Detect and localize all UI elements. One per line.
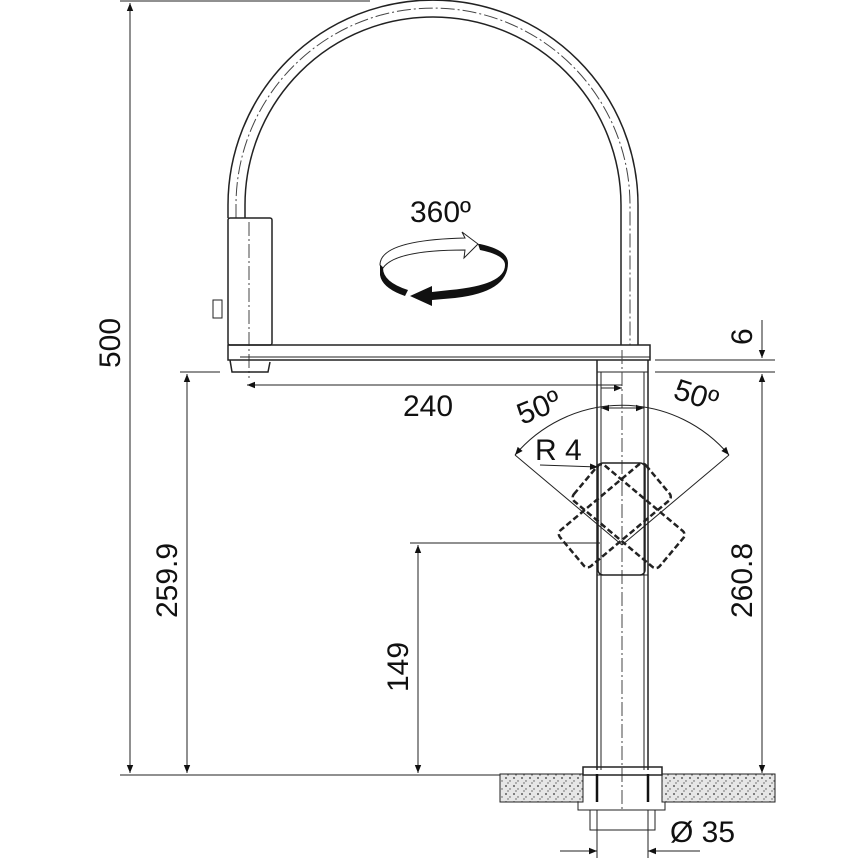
handle <box>514 454 730 576</box>
faucet-arch <box>227 0 639 345</box>
spout-bar <box>227 344 651 361</box>
label-spout-reach: 240 <box>403 390 453 423</box>
rotation-arrow-icon <box>379 231 508 306</box>
extension-lines <box>120 0 775 858</box>
label-hole-diameter: Ø 35 <box>670 816 735 849</box>
label-angle-right: 50º <box>670 373 722 418</box>
label-angle-left: 50º <box>512 384 566 431</box>
label-spout-height: 259.9 <box>151 543 184 618</box>
label-total-height: 500 <box>94 318 127 368</box>
countertop <box>499 766 776 831</box>
faucet-body <box>596 350 649 810</box>
dimension-lines <box>126 3 766 855</box>
label-handle-height: 149 <box>382 642 415 692</box>
label-spout-thickness: 6 <box>726 328 759 345</box>
label-rotation: 360º <box>410 196 471 229</box>
label-handle-radius: R 4 <box>535 434 582 467</box>
spray-head <box>212 217 273 378</box>
label-body-height: 260.8 <box>726 543 759 618</box>
